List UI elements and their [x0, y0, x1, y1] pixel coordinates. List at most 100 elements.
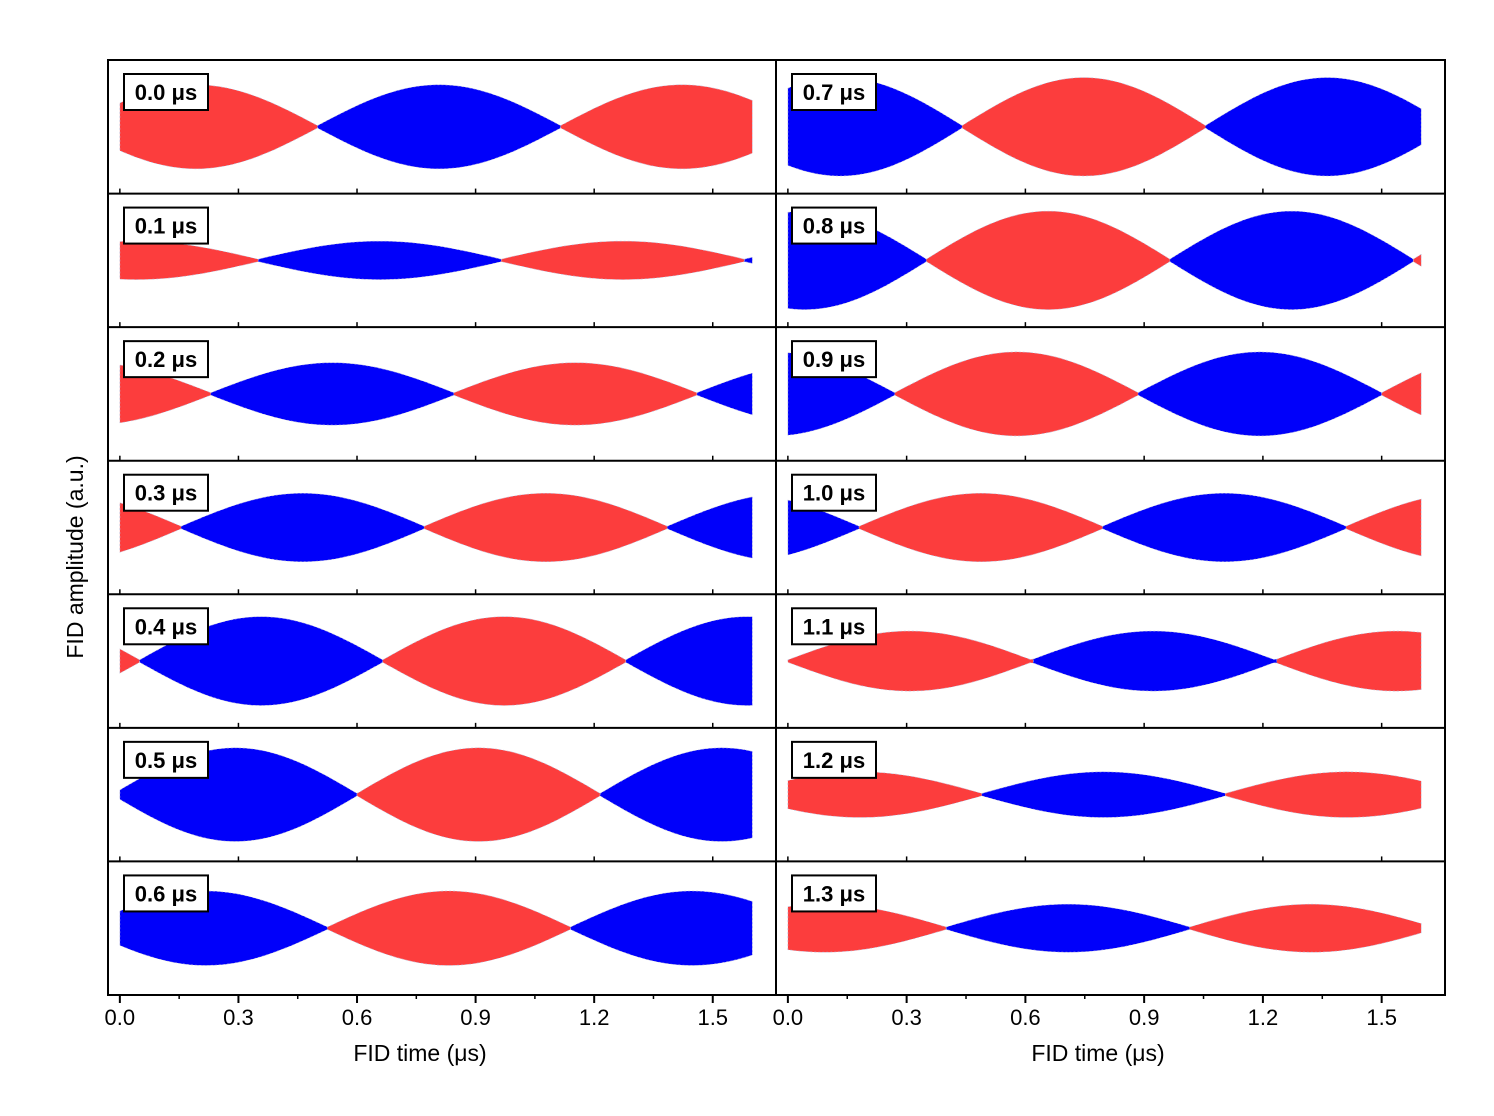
positive-lobe [453, 362, 698, 426]
x-tick-label: 0.6 [1010, 1005, 1041, 1030]
panel-label-text: 1.3 μs [803, 881, 865, 906]
x-axis-label-right: FID time (μs) [1031, 1040, 1164, 1066]
negative-lobe [180, 493, 425, 562]
panel-0-2-us: 0.2 μs [119, 340, 753, 426]
negative-lobe [599, 747, 753, 842]
x-tick-label: 1.5 [697, 1005, 728, 1030]
negative-lobe [625, 616, 753, 706]
panel-1-3-us: 1.3 μs [787, 874, 1422, 953]
panel-label: 0.7 μs [791, 73, 877, 111]
x-tick-label: 0.9 [1129, 1005, 1160, 1030]
panel-label-text: 0.5 μs [135, 748, 197, 773]
panel-label-text: 1.0 μs [803, 481, 865, 506]
x-tick-label: 1.2 [1248, 1005, 1279, 1030]
panel-1-2-us: 1.2 μs [787, 740, 1422, 818]
positive-lobe [560, 84, 753, 170]
panel-0-0-us: 0.0 μs [119, 73, 753, 170]
positive-lobe [1225, 771, 1422, 818]
panel-label-box [123, 874, 209, 913]
positive-lobe [119, 648, 140, 674]
positive-lobe [1276, 630, 1422, 692]
panel-label: 0.2 μs [123, 340, 209, 379]
positive-lobe [423, 493, 668, 562]
panel-0-6-us: 0.6 μs [119, 874, 753, 966]
column-frame-1 [775, 59, 1446, 996]
panel-label-box [791, 740, 877, 779]
negative-lobe [1205, 77, 1422, 177]
frame-layer [107, 59, 1446, 996]
positive-lobe [1189, 903, 1422, 953]
panel-label: 1.1 μs [791, 607, 877, 646]
positive-lobe [501, 240, 745, 280]
positive-lobe [356, 747, 601, 842]
panel-0-1-us: 0.1 μs [119, 206, 753, 280]
positive-lobe [1413, 254, 1422, 268]
panel-label-text: 0.3 μs [135, 481, 197, 506]
y-axis-label: FID amplitude (a.u.) [62, 455, 88, 658]
negative-lobe [696, 372, 753, 416]
positive-lobe [119, 240, 259, 280]
negative-lobe [1137, 351, 1382, 437]
negative-lobe [945, 903, 1190, 953]
panel-label: 0.1 μs [123, 206, 209, 245]
panel-0-9-us: 0.9 μs [787, 340, 1422, 437]
panel-label: 0.9 μs [791, 340, 877, 379]
x-tick-label: 0.9 [460, 1005, 491, 1030]
panel-label-text: 0.2 μs [135, 347, 197, 372]
x-tick-label: 0.6 [342, 1005, 373, 1030]
negative-lobe [570, 890, 753, 966]
panel-label-text: 1.2 μs [803, 748, 865, 773]
positive-lobe [787, 771, 983, 818]
panel-label-box [123, 340, 209, 379]
panel-label-text: 0.8 μs [803, 214, 865, 239]
panels-layer: 0.0 μs 0.1 μs 0.2 μs 0.3 μs 0.4 μs 0.5 μs 0.6 … [119, 73, 1422, 966]
panel-label-box [791, 874, 877, 913]
panel-0-5-us: 0.5 μs [119, 740, 753, 842]
panel-label-box [791, 340, 877, 379]
panel-label: 0.8 μs [791, 206, 877, 245]
panel-label-box [123, 473, 209, 512]
positive-lobe [858, 493, 1103, 562]
panel-label-box [791, 607, 877, 646]
x-tick-label: 0.0 [105, 1005, 136, 1030]
negative-lobe [1102, 493, 1347, 562]
panel-0-3-us: 0.3 μs [119, 473, 753, 562]
negative-lobe [1033, 630, 1278, 692]
positive-lobe [1381, 372, 1422, 416]
positive-lobe [926, 210, 1171, 310]
panel-label: 1.2 μs [791, 740, 877, 779]
positive-lobe [961, 77, 1206, 177]
x-axis-label-left: FID time (μs) [353, 1040, 486, 1066]
panel-label: 0.4 μs [123, 607, 209, 646]
positive-lobe [327, 890, 571, 966]
panel-label: 1.3 μs [791, 874, 877, 913]
panel-label-box [123, 73, 209, 111]
panel-0-4-us: 0.4 μs [119, 607, 753, 706]
panel-label-box [791, 206, 877, 245]
panel-label-text: 0.1 μs [135, 214, 197, 239]
panel-label: 0.0 μs [123, 73, 209, 111]
panel-label: 0.5 μs [123, 740, 209, 779]
negative-lobe [257, 240, 502, 280]
panel-0-7-us: 0.7 μs [787, 73, 1422, 177]
panel-label-text: 1.1 μs [803, 614, 865, 639]
panel-label-box [123, 740, 209, 779]
panel-label-text: 0.7 μs [803, 80, 865, 105]
panel-1-0-us: 1.0 μs [787, 473, 1422, 562]
panel-0-8-us: 0.8 μs [787, 206, 1422, 310]
negative-lobe [210, 362, 455, 426]
x-tick-label: 0.3 [223, 1005, 254, 1030]
x-tick-label: 0.3 [891, 1005, 922, 1030]
panel-label-box [123, 607, 209, 646]
panel-label-text: 0.0 μs [135, 80, 197, 105]
panel-label-text: 0.6 μs [135, 881, 197, 906]
x-tick-label: 1.5 [1366, 1005, 1397, 1030]
panel-label: 1.0 μs [791, 473, 877, 512]
panel-label: 0.6 μs [123, 874, 209, 913]
x-tick-label: 0.0 [773, 1005, 804, 1030]
positive-lobe [382, 616, 627, 706]
negative-lobe [317, 84, 561, 170]
panel-label-box [791, 73, 877, 111]
